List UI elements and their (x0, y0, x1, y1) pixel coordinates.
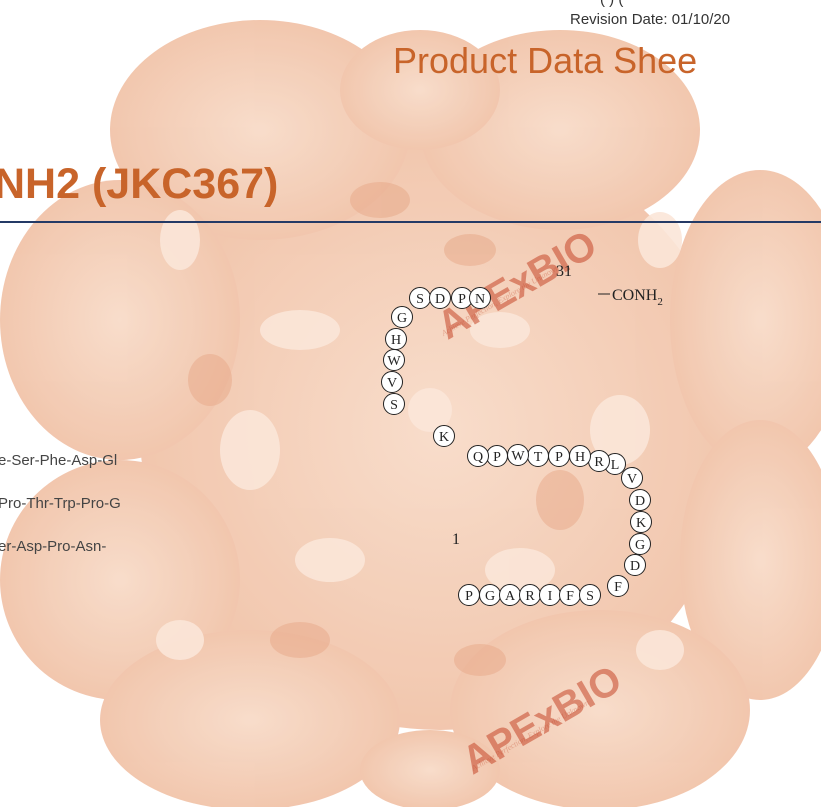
residue-9: D (624, 554, 646, 576)
residue-letter-22: K (439, 430, 449, 445)
residue-29: D (429, 287, 451, 309)
residue-letter-20: P (493, 450, 501, 465)
residue-1: P (458, 584, 480, 606)
c-term-subscript: 2 (657, 296, 663, 308)
residue-letter-29: D (435, 292, 445, 307)
c-term-label: CONH2 (612, 287, 663, 308)
residue-18: T (527, 445, 549, 467)
residue-20: P (486, 445, 508, 467)
residue-17: P (548, 445, 570, 467)
residue-letter-27: G (397, 311, 407, 326)
residue-letter-18: T (534, 450, 543, 465)
residue-letter-23: S (390, 398, 398, 413)
residue-2: G (479, 584, 501, 606)
residue-16: H (569, 445, 591, 467)
residue-15: R (588, 450, 610, 472)
residue-letter-24: V (387, 376, 397, 391)
residue-21: Q (467, 445, 489, 467)
residue-letter-14: L (611, 458, 620, 473)
residue-letter-12: D (635, 494, 645, 509)
residue-26: H (385, 328, 407, 350)
residue-3: A (499, 584, 521, 606)
residue-31: N (469, 287, 491, 309)
residue-letter-17: P (555, 450, 563, 465)
start-residue-number: 1 (452, 531, 460, 548)
residue-13: V (621, 467, 643, 489)
residue-24: V (381, 371, 403, 393)
residue-28: S (409, 287, 431, 309)
residue-letter-7: S (586, 589, 594, 604)
sheet-title: Product Data Shee (393, 40, 698, 81)
residue-12: D (629, 489, 651, 511)
residue-8: F (607, 575, 629, 597)
residue-10: G (629, 533, 651, 555)
product-name: NH2 (JKC367) (0, 160, 279, 208)
sequence-line-1: e-Ser-Phe-Asp-Gl (0, 452, 118, 469)
residue-22: K (433, 425, 455, 447)
residue-letter-9: D (630, 559, 640, 574)
residue-letter-16: H (575, 450, 585, 465)
residue-letter-21: Q (473, 450, 483, 465)
sequence-line-2: Pro-Thr-Trp-Pro-G (0, 495, 121, 512)
residue-letter-4: R (525, 589, 535, 604)
residue-letter-30: P (458, 292, 466, 307)
residue-letter-26: H (391, 333, 401, 348)
residue-23: S (383, 393, 405, 415)
residue-letter-5: I (548, 589, 553, 604)
residue-letter-11: K (636, 516, 646, 531)
residue-letter-28: S (416, 292, 424, 307)
residue-letter-1: P (465, 589, 473, 604)
residue-letter-31: N (475, 292, 485, 307)
residue-27: G (391, 306, 413, 328)
residue-6: F (559, 584, 581, 606)
sequence-line-3: er-Asp-Pro-Asn- (0, 538, 107, 555)
residue-4: R (519, 584, 541, 606)
residue-letter-15: R (594, 455, 604, 470)
residue-11: K (630, 511, 652, 533)
end-residue-number: 31 (556, 263, 572, 280)
residue-19: W (507, 444, 529, 466)
residue-letter-19: W (511, 449, 525, 464)
residue-letter-6: F (566, 589, 574, 604)
residue-25: W (383, 349, 405, 371)
residue-letter-10: G (635, 538, 645, 553)
residue-5: I (539, 584, 561, 606)
revision-date: Revision Date: 01/10/20 (570, 11, 731, 28)
header-partial-line: ( ) ( (600, 0, 821, 8)
residue-letter-25: W (387, 354, 401, 369)
residue-letter-13: V (627, 472, 637, 487)
residue-letter-3: A (505, 589, 516, 604)
residue-letter-2: G (485, 589, 495, 604)
title-divider (0, 221, 821, 223)
residue-letter-8: F (614, 580, 622, 595)
residue-7: S (579, 584, 601, 606)
